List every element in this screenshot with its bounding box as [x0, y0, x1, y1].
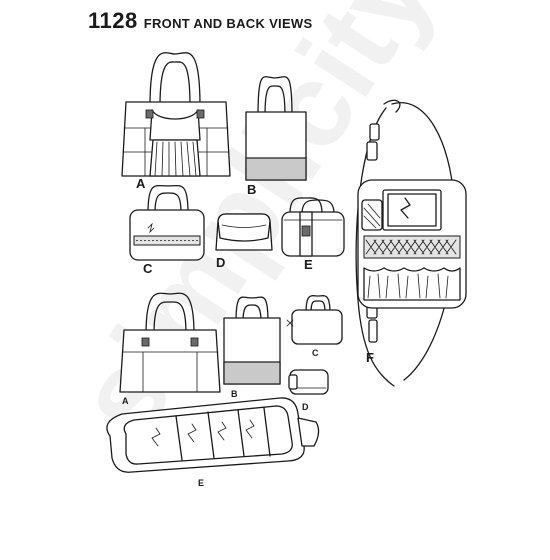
view-b-back-label: B: [231, 389, 238, 399]
pattern-number: 1128: [88, 8, 138, 33]
view-f-front-side-pocket-mesh: [363, 203, 381, 229]
view-f-front-strap-loop: [383, 99, 401, 113]
view-c-front-handle-outer: [147, 184, 189, 214]
view-e-back-label: E: [198, 478, 204, 488]
view-c-front-body: [129, 209, 205, 261]
view-f-front-clip-top: [366, 141, 378, 161]
view-c-back-label: C: [312, 348, 319, 358]
view-c-back-zip-end: [286, 319, 294, 327]
view-e-front-buckle: [301, 225, 311, 237]
view-e-back-divider-1: [175, 415, 183, 461]
view-e-back-glare-3: [217, 421, 227, 441]
page-title: FRONT AND BACK VIEWS: [143, 16, 313, 31]
view-a-front-ring-left: [145, 109, 154, 119]
view-f-front-side-pocket: [361, 199, 383, 231]
view-e-front: [281, 197, 345, 257]
view-d-front-flap-stitch: [221, 224, 267, 228]
view-d-front: [215, 213, 273, 251]
view-f-front-mesh-crosshatch: [365, 239, 457, 255]
view-e-front-handle-1: [289, 197, 323, 215]
view-a-front-pleats: [154, 141, 197, 177]
view-b-back: [223, 296, 281, 385]
view-a-front-handle-inner: [159, 61, 191, 107]
view-d-back-label: D: [302, 402, 309, 412]
view-f-front-tablet-glare: [400, 197, 411, 219]
view-b-back-contrast-band: [223, 361, 281, 385]
view-f-front-tablet-window: [387, 193, 437, 227]
view-b-back-handle-outer: [235, 296, 269, 323]
view-a-back-handle-inner: [153, 301, 187, 335]
view-e-front-handle-2: [301, 199, 335, 215]
view-a-back-handle-outer: [145, 292, 195, 335]
view-f-front-label: F: [366, 350, 374, 365]
view-a-front-handle-outer: [149, 52, 201, 107]
view-c-back-body: [291, 309, 343, 345]
view-a-front: [121, 52, 231, 177]
view-a-back-ring-right: [190, 337, 199, 347]
view-a-front-label: A: [136, 176, 146, 191]
view-a-back: [119, 292, 221, 393]
view-b-back-handle-inner: [242, 304, 262, 323]
view-c-front-zip-band: [133, 235, 201, 246]
view-a-front-ring-right: [196, 109, 205, 119]
view-a-back-label: A: [122, 396, 129, 406]
view-e-back-divider-3: [237, 409, 245, 457]
view-b-front-contrast-band: [245, 157, 307, 181]
view-c-back-handle-inner: [310, 300, 326, 314]
view-f-front-mesh-pocket: [363, 235, 461, 259]
view-e-back-divider-2: [207, 411, 215, 459]
view-f-front-ruching: [367, 273, 449, 299]
view-c-back: [286, 295, 343, 345]
view-c-front-zip-pull: [147, 222, 155, 234]
view-d-back: [288, 369, 329, 395]
view-b-front-label: B: [247, 182, 256, 197]
view-e-back-divider-4: [263, 407, 271, 457]
view-f-front: [355, 99, 467, 387]
view-c-front-label: C: [143, 261, 153, 276]
view-e-back-glare-4: [245, 419, 255, 439]
view-b-front-handle-inner: [264, 85, 286, 117]
view-a-back-ring-left: [141, 337, 150, 347]
view-e-front-body: [281, 211, 345, 257]
view-b-front-handle-outer: [257, 76, 293, 117]
view-e-back-tab: [297, 417, 320, 447]
view-e-back-glare-1: [151, 427, 161, 447]
view-f-front-buckle-top: [369, 123, 380, 141]
view-f-front-ruched-pocket: [363, 267, 461, 301]
page-header: 1128 FRONT AND BACK VIEWS: [88, 8, 312, 34]
view-e-front-label: E: [304, 257, 313, 272]
view-d-back-tab: [288, 374, 298, 390]
view-c-back-handle-outer: [305, 295, 331, 314]
view-d-front-label: D: [216, 255, 225, 270]
view-e-back-glare-2: [187, 423, 197, 443]
view-f-front-strap-adjuster: [368, 319, 378, 343]
view-c-front-handle-inner: [154, 192, 182, 214]
view-b-front: [245, 76, 307, 181]
view-e-back: [106, 397, 320, 473]
view-a-back-body: [119, 329, 221, 393]
view-c-front: [129, 184, 205, 261]
view-a-front-flap: [149, 109, 201, 141]
